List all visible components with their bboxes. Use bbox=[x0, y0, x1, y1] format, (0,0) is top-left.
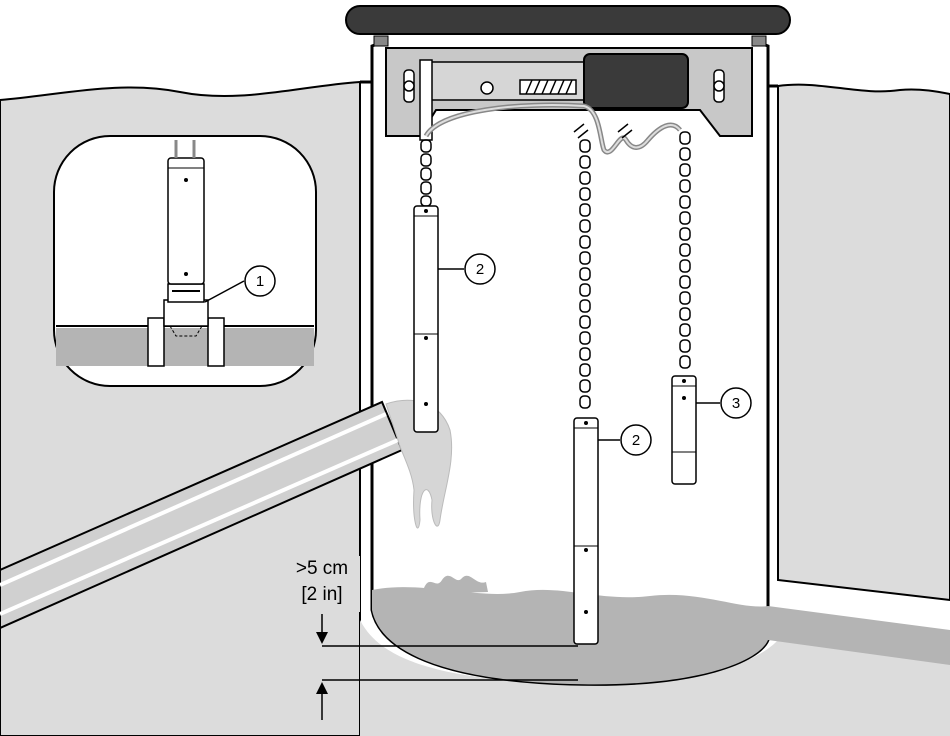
sensor-probe-left bbox=[413, 205, 439, 433]
dimension-metric-label: >5 cm bbox=[296, 558, 348, 579]
sensor-probe-right bbox=[671, 375, 697, 485]
chain-right bbox=[679, 131, 691, 369]
chain-middle bbox=[579, 139, 591, 409]
callout-3-label: 3 bbox=[732, 395, 740, 412]
dimension-imperial-label: [2 in] bbox=[301, 584, 342, 605]
manhole-lid bbox=[345, 5, 791, 35]
lid-tab-right bbox=[751, 35, 767, 47]
water-splash bbox=[424, 575, 488, 594]
chain-left bbox=[420, 139, 432, 207]
sensor-cable-inner bbox=[425, 104, 681, 154]
dimension-arrow-up bbox=[316, 682, 328, 720]
cable-break-marks bbox=[573, 123, 633, 139]
controller-box bbox=[583, 53, 689, 109]
bracket-screw-left bbox=[403, 69, 415, 103]
dimension-arrow-down bbox=[316, 614, 328, 644]
inlet-pipe-highlight bbox=[0, 412, 399, 616]
callout-2a-label: 2 bbox=[476, 261, 484, 278]
bracket-hole bbox=[480, 81, 494, 95]
inset-detail bbox=[53, 135, 317, 387]
dimension-label-bg bbox=[284, 556, 360, 612]
callout-2a: 2 bbox=[464, 253, 496, 285]
cable-clamp bbox=[519, 79, 577, 95]
callout-1: 1 bbox=[244, 265, 276, 297]
callout-2b-label: 2 bbox=[632, 432, 640, 449]
callout-1-label: 1 bbox=[256, 273, 264, 290]
callout-1-leader bbox=[204, 280, 245, 303]
ground-bottom bbox=[360, 620, 950, 736]
inset-pipe-water bbox=[56, 328, 314, 366]
callout-2b: 2 bbox=[620, 424, 652, 456]
ground-right bbox=[777, 83, 950, 602]
callout-3: 3 bbox=[720, 387, 752, 419]
lid-tab-left bbox=[373, 35, 389, 47]
sewage-water bbox=[372, 587, 950, 685]
bracket-screw-right bbox=[713, 69, 725, 103]
sensor-probe-middle bbox=[573, 417, 599, 645]
